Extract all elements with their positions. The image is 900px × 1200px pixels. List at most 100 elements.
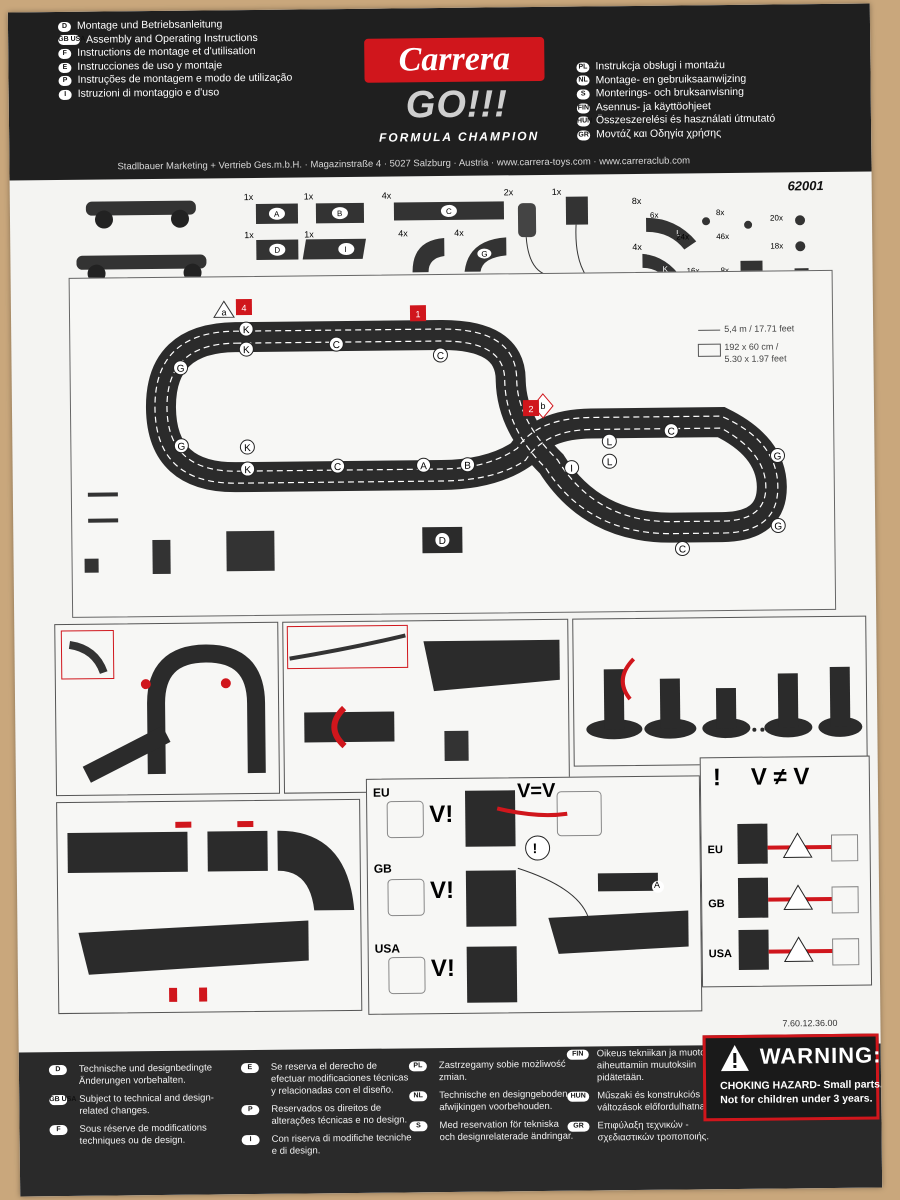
track-piece-icons: 1x A 1x B 4x C 1x D 1x I 4x 4x G bbox=[244, 191, 507, 273]
svg-text:B: B bbox=[464, 461, 471, 472]
svg-text:G: G bbox=[177, 442, 185, 453]
svg-text:24x: 24x bbox=[676, 232, 689, 241]
clip-markers: a b 1 2 4 bbox=[213, 299, 554, 419]
piece-labels: K K K K C C C C C G G G G A B D I L L bbox=[173, 321, 786, 557]
svg-text:K: K bbox=[243, 325, 250, 336]
svg-text:C: C bbox=[437, 351, 444, 362]
parts-list: 1x A 1x B 4x C 1x D 1x I 4x 4x G 2x 1x 8… bbox=[76, 187, 824, 293]
panel-voltage-warning: ! V ≠ V EU GB USA bbox=[699, 755, 873, 988]
support-legend bbox=[84, 492, 275, 575]
part-number: 7.60.12.36.00 bbox=[782, 1017, 838, 1029]
piece-label: C bbox=[663, 423, 679, 439]
warning-line-1: CHOKING HAZARD- Small parts. bbox=[720, 1078, 883, 1093]
carrera-logo: Carrera bbox=[364, 36, 545, 83]
track-A-label: A bbox=[653, 879, 661, 890]
svg-text:C: C bbox=[679, 544, 686, 555]
piece-label: L bbox=[602, 453, 618, 469]
track-length-label: 5,4 m / 17.71 feet bbox=[724, 323, 795, 335]
svg-text:K: K bbox=[663, 265, 669, 274]
svg-text:1x: 1x bbox=[244, 230, 254, 240]
power-supply-icon: 1x bbox=[552, 187, 589, 277]
svg-text:B: B bbox=[337, 209, 342, 218]
race-car-icon bbox=[76, 200, 207, 283]
track-area-label-1: 192 x 60 cm / bbox=[724, 341, 779, 353]
power-illustration bbox=[386, 790, 689, 1003]
svg-text:1x: 1x bbox=[244, 192, 254, 202]
company-address: Stadlbauer Marketing + Vertrieb Ges.m.b.… bbox=[117, 155, 691, 173]
svg-text:1: 1 bbox=[415, 309, 420, 319]
svg-text:G: G bbox=[177, 364, 185, 375]
svg-text:D: D bbox=[439, 536, 446, 547]
piece-label: D bbox=[422, 526, 463, 554]
track-connection-illustration bbox=[67, 821, 355, 1002]
svg-text:G: G bbox=[774, 521, 782, 532]
svg-text:G: G bbox=[481, 250, 487, 259]
warning-title: WARNING: bbox=[759, 1042, 882, 1069]
warning-triangle-icon bbox=[720, 1044, 749, 1072]
piece-label: G bbox=[770, 518, 786, 534]
piece-label: K bbox=[240, 461, 256, 477]
track-layout-diagram: K K K K C C C C C G G G G A B D I L L bbox=[68, 269, 837, 618]
piece-label: C bbox=[328, 336, 344, 352]
explosion-warning-illustration bbox=[737, 823, 860, 970]
svg-text:1x: 1x bbox=[304, 229, 314, 239]
piece-label: G bbox=[173, 438, 189, 454]
svg-text:K: K bbox=[244, 465, 251, 476]
svg-text:C: C bbox=[446, 207, 452, 216]
svg-text:46x: 46x bbox=[716, 232, 729, 241]
svg-text:I: I bbox=[570, 464, 573, 475]
svg-text:8x: 8x bbox=[632, 196, 642, 206]
svg-text:C: C bbox=[333, 340, 340, 351]
svg-text:L: L bbox=[607, 437, 613, 448]
svg-text:18x: 18x bbox=[770, 241, 783, 250]
clip-a-marker: a bbox=[213, 300, 235, 318]
svg-text:I: I bbox=[344, 245, 346, 254]
piece-label: K bbox=[238, 341, 254, 357]
piece-label: K bbox=[239, 439, 255, 455]
svg-text:2: 2 bbox=[528, 404, 533, 414]
piece-label: C bbox=[674, 541, 690, 557]
piece-label: G bbox=[770, 448, 786, 464]
svg-text:4x: 4x bbox=[454, 228, 464, 238]
piece-label: C bbox=[432, 347, 448, 363]
svg-text:D: D bbox=[274, 246, 280, 255]
choking-hazard-warning: WARNING: CHOKING HAZARD- Small parts. No… bbox=[702, 1033, 883, 1122]
panel-power-connection: EU GB USA V! V! V! V=V ! A bbox=[365, 775, 703, 1015]
svg-text:A: A bbox=[274, 210, 280, 219]
svg-text:C: C bbox=[334, 462, 341, 473]
svg-text:L: L bbox=[607, 457, 613, 468]
svg-text:G: G bbox=[774, 451, 782, 462]
caution-mark: ! bbox=[532, 840, 538, 857]
step-1-marker: 1 bbox=[409, 305, 427, 322]
supports-illustration bbox=[586, 657, 863, 740]
svg-text:1x: 1x bbox=[304, 191, 314, 201]
panel-supports bbox=[572, 615, 868, 767]
svg-text:6x: 6x bbox=[650, 211, 659, 220]
product-title: FORMULA CHAMPION bbox=[378, 128, 540, 145]
svg-text:20x: 20x bbox=[770, 213, 783, 222]
svg-text:1x: 1x bbox=[552, 187, 562, 197]
hand-controller-icon: 2x bbox=[504, 187, 547, 276]
piece-label: I bbox=[564, 460, 580, 476]
piece-label: C bbox=[330, 458, 346, 474]
